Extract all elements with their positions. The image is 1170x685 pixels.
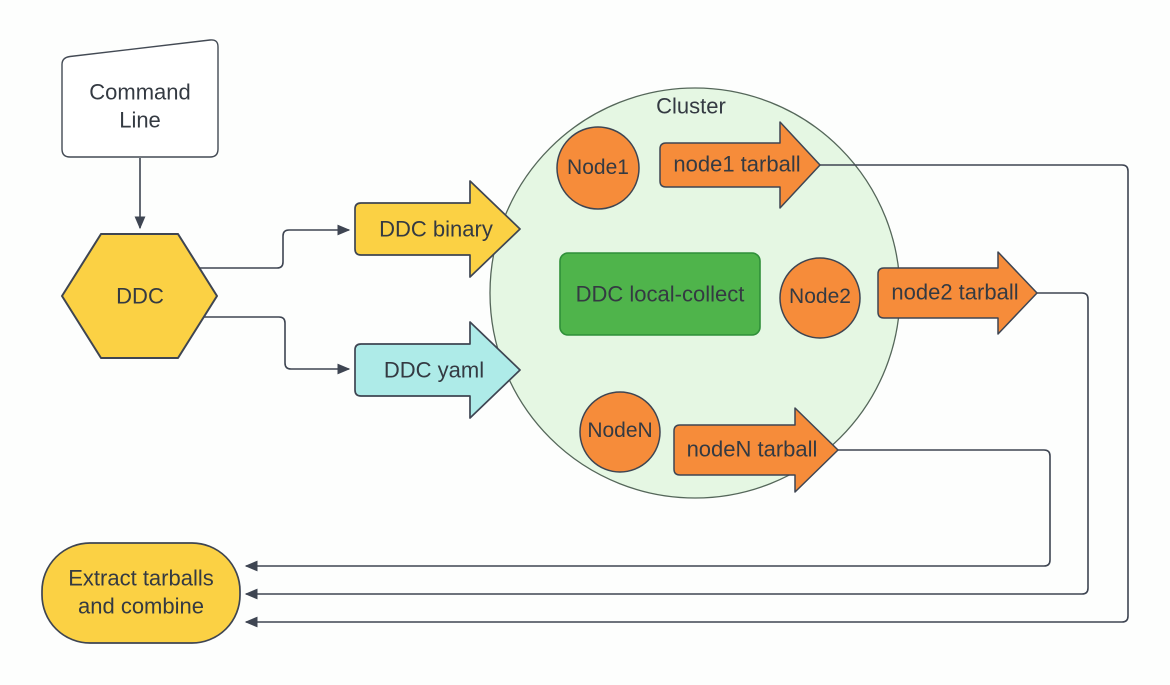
node2-tarball-arrow — [877, 251, 1038, 335]
ddc-yaml-arrow — [354, 321, 521, 419]
node1-tarball-arrow — [659, 121, 821, 209]
connector-nodeN-tarball-to-extract — [244, 449, 1051, 572]
connector-node1-tarball-to-extract — [244, 164, 1129, 628]
nodeN-circle — [579, 391, 661, 473]
connector-ddc-to-yaml — [204, 316, 351, 375]
nodeN-tarball-arrow — [673, 407, 839, 493]
connector-node2-tarball-to-extract — [244, 292, 1089, 600]
ddc-hexagon — [61, 233, 218, 359]
ddc-local-collect-box — [559, 252, 761, 336]
connector-ddc-to-binary — [199, 224, 351, 269]
extract-combine-shape — [41, 542, 241, 644]
ddc-binary-arrow — [354, 180, 521, 278]
node1-circle — [556, 126, 640, 210]
node2-circle — [779, 257, 861, 339]
command-line-shape — [61, 39, 219, 158]
